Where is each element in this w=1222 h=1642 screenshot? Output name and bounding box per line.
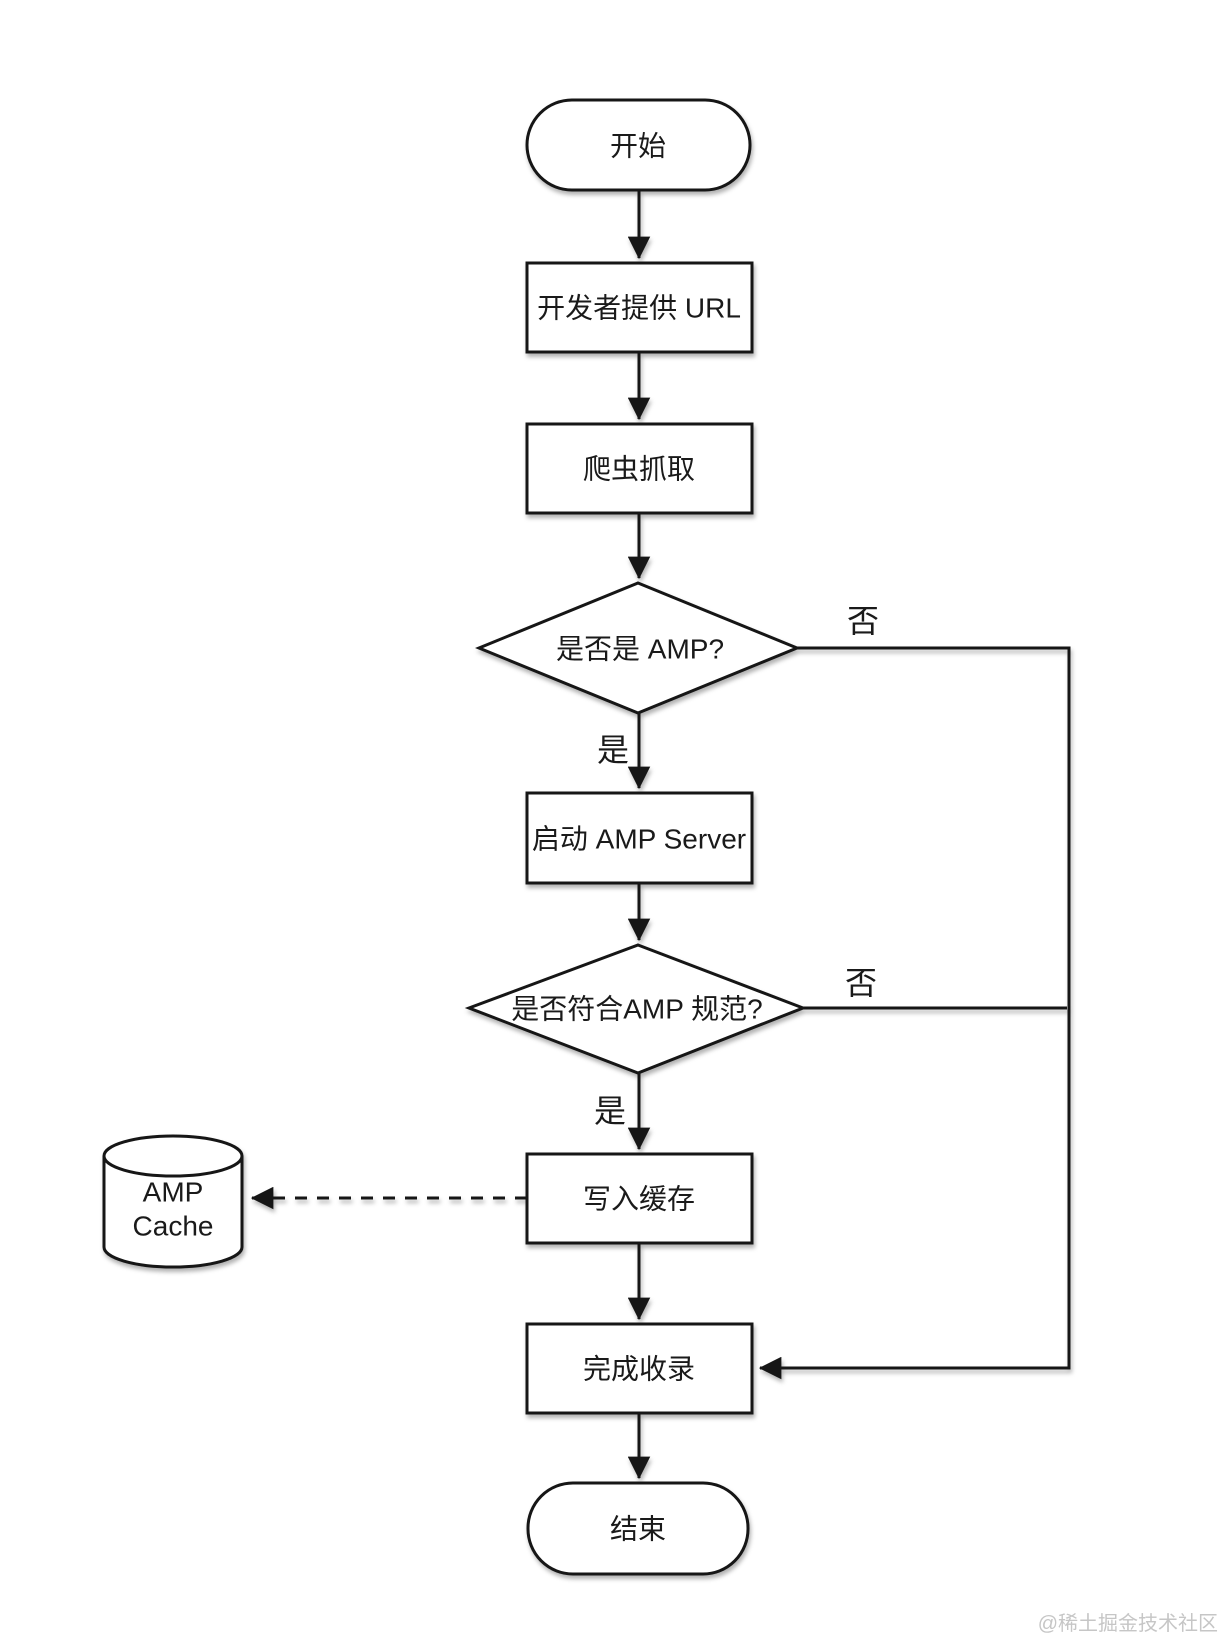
end-node-label: 结束 xyxy=(610,1514,666,1545)
provide-url-node xyxy=(525,261,754,354)
amp-cache-cylinder-top xyxy=(102,1134,244,1178)
no-branch-line xyxy=(758,646,1071,1380)
amp-cache-label-line1: AMP xyxy=(143,1177,204,1208)
write-cache-label: 写入缓存 xyxy=(583,1184,695,1215)
is-amp-label: 是否是 AMP? xyxy=(556,634,724,665)
end-node xyxy=(526,1481,750,1576)
crawler-label: 爬虫抓取 xyxy=(583,454,695,485)
amp-cache-cylinder-body xyxy=(102,1156,244,1269)
provide-url-label: 开发者提供 URL xyxy=(537,293,741,324)
amp-cache-label-line2: Cache xyxy=(133,1211,214,1242)
conforms-decision xyxy=(464,943,808,1075)
conforms-no-label: 否 xyxy=(845,965,877,1001)
is-amp-no-label: 否 xyxy=(847,603,879,639)
complete-node xyxy=(525,1322,754,1415)
is-amp-yes-label: 是 xyxy=(597,732,629,768)
start-node-label: 开始 xyxy=(610,131,666,162)
amp-server-label: 启动 AMP Server xyxy=(532,824,746,855)
complete-label: 完成收录 xyxy=(583,1354,695,1385)
conforms-label: 是否符合AMP 规范? xyxy=(511,994,763,1025)
watermark-text: @稀土掘金技术社区 xyxy=(1038,1612,1218,1635)
start-node xyxy=(525,98,752,192)
amp-server-node xyxy=(525,791,754,885)
is-amp-decision xyxy=(475,581,801,715)
conforms-yes-label: 是 xyxy=(594,1093,626,1129)
crawler-node xyxy=(525,422,754,515)
write-cache-node xyxy=(525,1152,754,1245)
